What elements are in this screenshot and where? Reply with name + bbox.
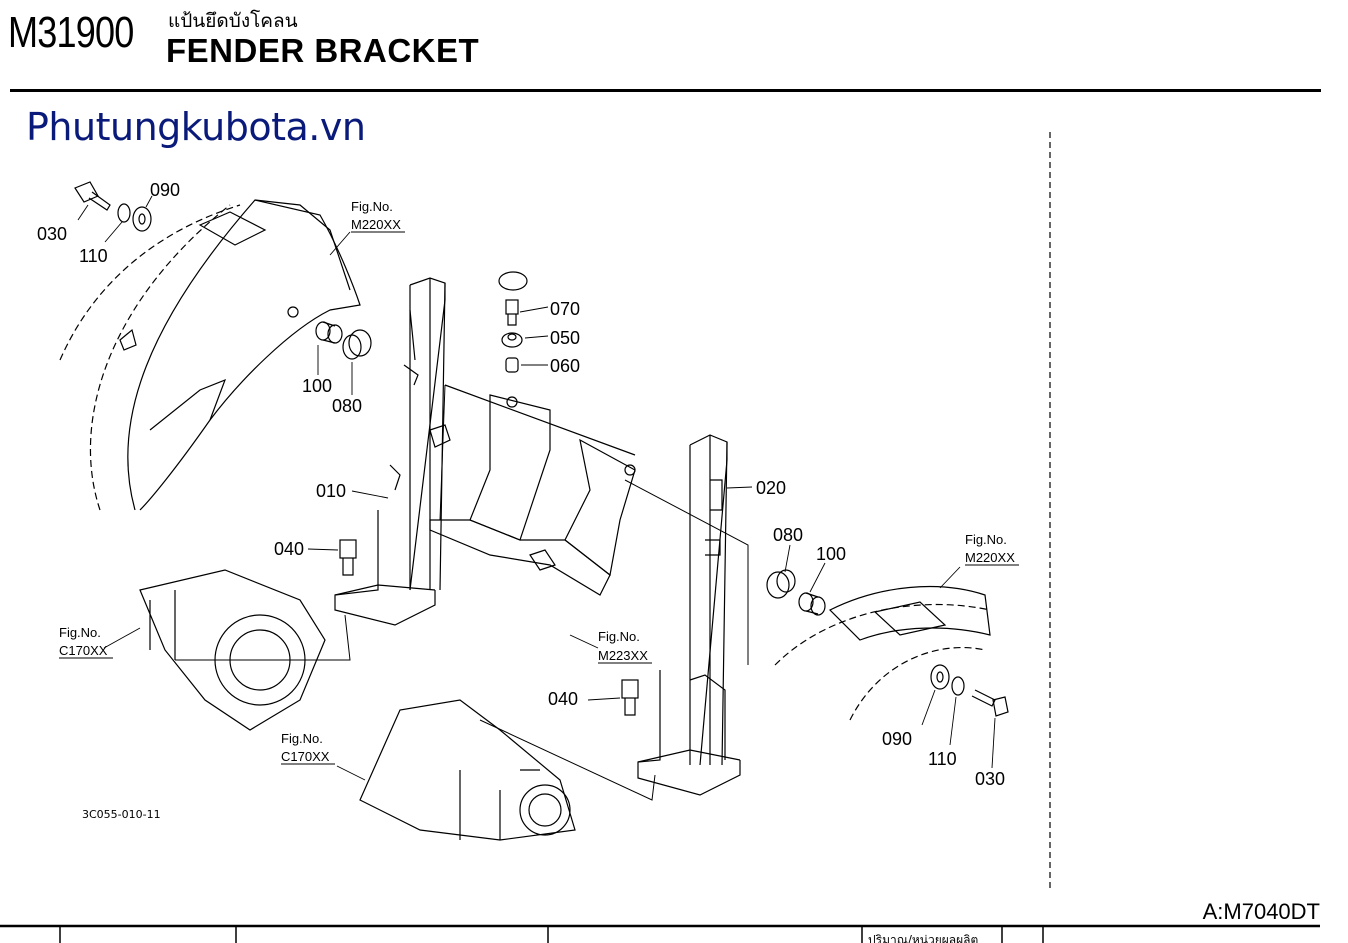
bushing-100-right [798, 592, 826, 616]
figref-c170-bottom: Fig.No. [281, 731, 323, 746]
label-090: 090 [882, 729, 912, 749]
label-020: 020 [756, 478, 786, 498]
label-080: 080 [332, 396, 362, 416]
figref-m223-code: M223XX [598, 648, 648, 663]
washer-110-bottom [951, 676, 965, 696]
figref-c170-left: Fig.No. [59, 625, 101, 640]
figref-c170-left-code: C170XX [59, 643, 108, 658]
bolt-040-left [339, 539, 357, 576]
washer-050 [501, 332, 523, 348]
label-100: 100 [302, 376, 332, 396]
label-110: 110 [928, 749, 957, 769]
left-fender [59, 199, 361, 511]
bolt-030-bottom [971, 689, 1009, 717]
label-040: 040 [548, 689, 578, 709]
label-110: 110 [79, 246, 108, 266]
figref-c170-bottom-code: C170XX [281, 749, 330, 764]
figref-m220-right-code: M220XX [965, 550, 1015, 565]
bracket-020 [637, 434, 741, 796]
bracket-010 [334, 277, 451, 626]
cap [498, 271, 528, 291]
table-header-qty: ปริมาณ/หน่วยผลผลิต [868, 933, 978, 943]
thai-title: แป้นยึดบังโคลน [168, 10, 298, 32]
label-060: 060 [550, 356, 580, 376]
label-090: 090 [150, 180, 180, 200]
label-040: 040 [274, 539, 304, 559]
washer-110-top [117, 203, 131, 223]
bushing-100-left [315, 321, 343, 344]
header-divider [10, 89, 1321, 92]
brand-watermark: Phutungkubota.vn [26, 105, 366, 149]
label-070: 070 [550, 299, 580, 319]
label-030: 030 [37, 224, 67, 244]
bolt-030-top [74, 181, 111, 211]
model-code: A:M7040DT [1202, 899, 1320, 924]
figref-m220-top-code: M220XX [351, 217, 401, 232]
label-010: 010 [316, 481, 346, 501]
diagram-id: 3C055-010-11 [82, 808, 161, 821]
figref-m220-right: Fig.No. [965, 532, 1007, 547]
label-100: 100 [816, 544, 846, 564]
bushing-080-left [342, 329, 372, 360]
label-080: 080 [773, 525, 803, 545]
label-050: 050 [550, 328, 580, 348]
part-group-code: M31900 [8, 8, 134, 57]
washer-090-bottom [930, 664, 950, 690]
washer-090-top [132, 206, 152, 232]
center-plate [429, 384, 636, 596]
bolt-040-right [621, 679, 639, 716]
bolt-070 [505, 299, 519, 326]
label-030: 030 [975, 769, 1005, 789]
axle-housing-center [359, 699, 576, 841]
bushing-080-right [766, 569, 796, 599]
figref-m223: Fig.No. [598, 629, 640, 644]
collar-060 [505, 357, 519, 373]
axle-housing-left [139, 569, 326, 731]
right-fender [774, 585, 991, 721]
page-title: FENDER BRACKET [166, 32, 480, 69]
figref-m220-top: Fig.No. [351, 199, 393, 214]
